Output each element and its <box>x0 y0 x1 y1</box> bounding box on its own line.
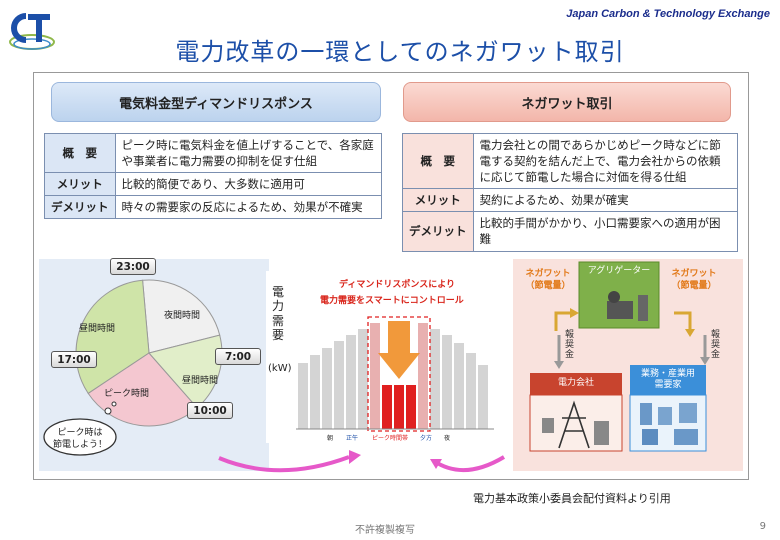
right-curved-arrow <box>432 455 506 473</box>
ylabel-char: 電 <box>271 285 284 299</box>
page-title: 電力改革の一環としてのネガワット取引 <box>175 38 625 66</box>
time-label-10: 10:00 <box>187 402 233 419</box>
speech-cloud-text: ピーク時は 節電しよう！ <box>50 428 110 451</box>
time-label-17: 17:00 <box>51 351 97 368</box>
ylabel-char: 要 <box>271 328 284 343</box>
xlabel-night: 夜 <box>444 435 451 442</box>
segment-day-label: 昼間時間 <box>79 324 116 334</box>
negawatt-line: （節電量） <box>525 280 571 291</box>
negawatt-line: （節電量） <box>671 280 717 291</box>
xlabel-evening: 夕方 <box>420 435 433 442</box>
row-text: 電力会社との間であらかじめピーク時などに節電する契約を結んだ上で、電力会社からの… <box>472 132 738 190</box>
row-text: 時々の需要家の反応によるため、効果が不確実 <box>114 195 382 220</box>
table-row: 概 要 電力会社との間であらかじめピーク時などに節電する契約を結んだ上で、電力会… <box>402 132 738 190</box>
time-label-23: 23:00 <box>110 258 156 275</box>
page-number: 9 <box>759 521 766 532</box>
xlabel-noon: 正午 <box>346 435 359 442</box>
illustration-layer <box>43 261 710 473</box>
xlabel-morning: 朝 <box>327 435 334 442</box>
negawatt-diagram <box>529 261 710 452</box>
right-definition-table: 概 要 電力会社との間であらかじめピーク時などに節電する契約を結んだ上で、電力会… <box>402 132 738 252</box>
demand-chart-bars <box>266 271 510 443</box>
table-row: デメリット 比較的手間がかかり、小口需要家への適用が困難 <box>402 211 738 252</box>
chart-caption-2: 電力需要をスマートにコントロール <box>320 296 464 306</box>
reward-label-right: 報奨金 <box>710 330 720 360</box>
row-label: デメリット <box>402 211 474 252</box>
utility-label: 電力会社 <box>557 378 594 389</box>
table-row: 概 要 ピーク時に電気料金を値上げすることで、各家庭や事業者に電力需要の抑制を促… <box>44 132 382 174</box>
negawatt-line: ネガワット <box>525 269 571 279</box>
left-curved-arrow <box>218 455 350 473</box>
pie-night <box>142 279 221 354</box>
reward-label-left: 報奨金 <box>564 330 574 360</box>
left-heading: 電気料金型ディマンドリスポンス <box>51 82 381 122</box>
negawatt-line: ネガワット <box>671 269 717 279</box>
speech-line: ピーク時は <box>57 428 103 438</box>
xlabel-peak: ピーク時間帯 <box>372 435 409 442</box>
negawatt-right-label: ネガワット （節電量） <box>665 269 723 292</box>
row-text: 比較的簡便であり、大多数に適用可 <box>114 172 382 197</box>
consumer-line: 業務・産業用 <box>640 368 695 379</box>
organization-name: Japan Carbon & Technology Exchange <box>566 8 770 20</box>
row-text: ピーク時に電気料金を値上げすることで、各家庭や事業者に電力需要の抑制を促す仕組 <box>114 132 382 174</box>
speech-cloud-shape <box>43 401 117 456</box>
segment-day2-label: 昼間時間 <box>182 376 219 386</box>
right-heading: ネガワット取引 <box>403 82 731 122</box>
ylabel-char: 需 <box>271 313 284 328</box>
row-label: メリット <box>402 188 474 213</box>
ylabel-char: 力 <box>271 299 284 314</box>
left-definition-table: 概 要 ピーク時に電気料金を値上げすることで、各家庭や事業者に電力需要の抑制を促… <box>44 132 382 220</box>
table-row: メリット 比較的簡便であり、大多数に適用可 <box>44 172 382 197</box>
consumer-line: 需要家 <box>654 380 682 390</box>
time-label-7: 7:00 <box>215 348 261 365</box>
segment-night-label: 夜間時間 <box>164 311 201 321</box>
chart-ylabel: 電 力 需 要 <box>270 285 286 343</box>
chart-yunit: (kW) <box>268 363 292 374</box>
consumer-label: 業務・産業用 需要家 <box>630 365 706 395</box>
row-text: 比較的手間がかかり、小口需要家への適用が困難 <box>472 211 738 252</box>
table-row: デメリット 時々の需要家の反応によるため、効果が不確実 <box>44 195 382 220</box>
footer-notice: 不許複製複写 <box>355 525 415 536</box>
aggregator-label: アグリゲーター <box>587 266 651 277</box>
source-citation: 電力基本政策小委員会配付資料より引用 <box>473 492 671 505</box>
negawatt-left-label: ネガワット （節電量） <box>520 269 576 292</box>
row-label: メリット <box>44 172 116 197</box>
row-label: デメリット <box>44 195 116 220</box>
chart-caption-1: ディマンドリスポンスにより <box>339 280 456 290</box>
content-panel: 電気料金型ディマンドリスポンス ネガワット取引 概 要 ピーク時に電気料金を値上… <box>33 72 749 480</box>
jcte-logo <box>6 8 58 58</box>
row-label: 概 要 <box>402 132 474 190</box>
segment-peak-label: ピーク時間 <box>104 389 150 399</box>
speech-line: 節電しよう！ <box>52 439 107 450</box>
